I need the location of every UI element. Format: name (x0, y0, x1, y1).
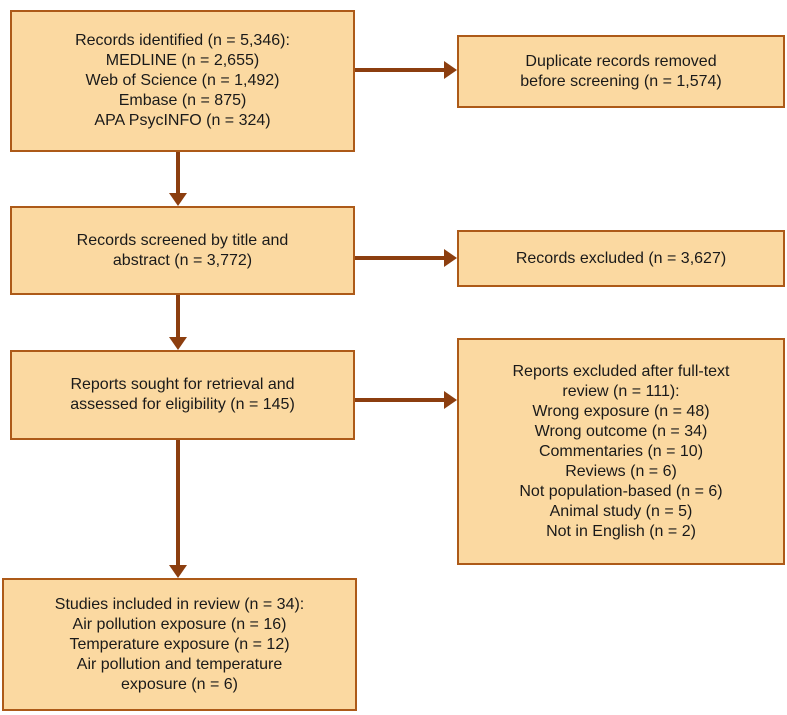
arrow-stem (176, 295, 180, 337)
text-line: Embase (n = 875) (118, 92, 247, 109)
arrow-stem (355, 256, 444, 260)
text-line: Duplicate records removed (525, 52, 717, 70)
arrow-stem (176, 152, 180, 193)
text-line: APA PsycINFO (n = 324) (94, 112, 271, 129)
text-line: assessed for eligibility (n = 145) (70, 396, 295, 413)
text-line: Records identified (n = 5,346): (75, 32, 290, 49)
text-line: Commentaries (n = 10) (538, 442, 704, 460)
text-line: before screening (n = 1,574) (520, 72, 722, 90)
arrow-head-right-icon (444, 249, 457, 267)
box-records-excluded: Records excluded (n = 3,627) (457, 230, 785, 287)
box-reports-excluded-full-text: Reports excluded after full-text review (… (457, 338, 785, 565)
box-records-screened: Records screened by title and abstract (n… (10, 206, 355, 295)
text-line: Not in English (n = 2) (546, 522, 696, 540)
arrow-stem (355, 68, 444, 72)
text-line: Air pollution exposure (n = 16) (72, 615, 287, 633)
text-line: MEDLINE (n = 2,655) (105, 52, 260, 69)
arrow-stem (355, 398, 444, 402)
text-line: Records screened by title and (76, 231, 289, 249)
text-line: Web of Science (n = 1,492) (85, 72, 280, 89)
arrow-head-right-icon (444, 391, 457, 409)
box-studies-included: Studies included in review (n = 34): Air … (2, 578, 357, 711)
arrow-head-right-icon (444, 61, 457, 79)
box-records-identified: Records identified (n = 5,346): MEDLINE (… (10, 10, 355, 152)
box-duplicate-records-removed: Duplicate records removed before screenin… (457, 35, 785, 108)
text-line: exposure (n = 6) (121, 675, 238, 693)
arrow-head-down-icon (169, 337, 187, 350)
box-reports-sought-for-retrieval: Reports sought for retrieval and assessed… (10, 350, 355, 440)
text-line: Records excluded (n = 3,627) (515, 249, 727, 267)
arrow-head-down-icon (169, 193, 187, 206)
text-line: abstract (n = 3,772) (112, 251, 253, 269)
text-line: Animal study (n = 5) (549, 502, 693, 520)
text-line: review (n = 111): (562, 382, 680, 400)
text-line: Studies included in review (n = 34): (54, 595, 305, 613)
text-line: Temperature exposure (n = 12) (69, 635, 290, 653)
text-line: Reports sought for retrieval and (70, 376, 295, 393)
text-line: Wrong outcome (n = 34) (534, 422, 708, 440)
text-line: Wrong exposure (n = 48) (532, 402, 710, 420)
text-line: Air pollution and temperature (76, 655, 283, 673)
text-line: Not population-based (n = 6) (519, 482, 723, 500)
arrow-stem (176, 440, 180, 565)
arrow-head-down-icon (169, 565, 187, 578)
text-line: Reviews (n = 6) (565, 462, 677, 480)
text-line: Reports excluded after full-text (512, 362, 730, 380)
